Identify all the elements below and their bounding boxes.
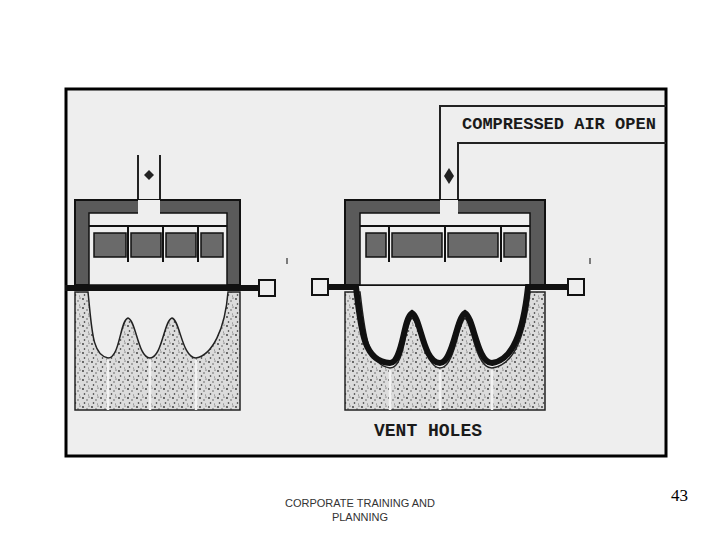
picture-frame bbox=[66, 89, 666, 456]
air-pipe bbox=[440, 106, 666, 200]
valve-symbol bbox=[444, 168, 454, 184]
plastic-sheet bbox=[65, 285, 262, 291]
footer-text: CORPORATE TRAINING AND PLANNING bbox=[268, 496, 452, 524]
vent-label: VENT HOLES bbox=[374, 421, 482, 441]
clamp bbox=[259, 280, 275, 296]
pressure-box bbox=[345, 200, 545, 285]
mold bbox=[345, 292, 545, 410]
air-label: COMPRESSED AIR OPEN bbox=[462, 115, 656, 134]
formed-sheet bbox=[312, 287, 580, 363]
clamp bbox=[568, 279, 584, 295]
mold bbox=[75, 292, 240, 410]
page-number: 43 bbox=[671, 486, 688, 506]
pressure-box bbox=[75, 200, 240, 285]
clamp bbox=[312, 279, 328, 295]
valve-symbol bbox=[144, 170, 154, 180]
